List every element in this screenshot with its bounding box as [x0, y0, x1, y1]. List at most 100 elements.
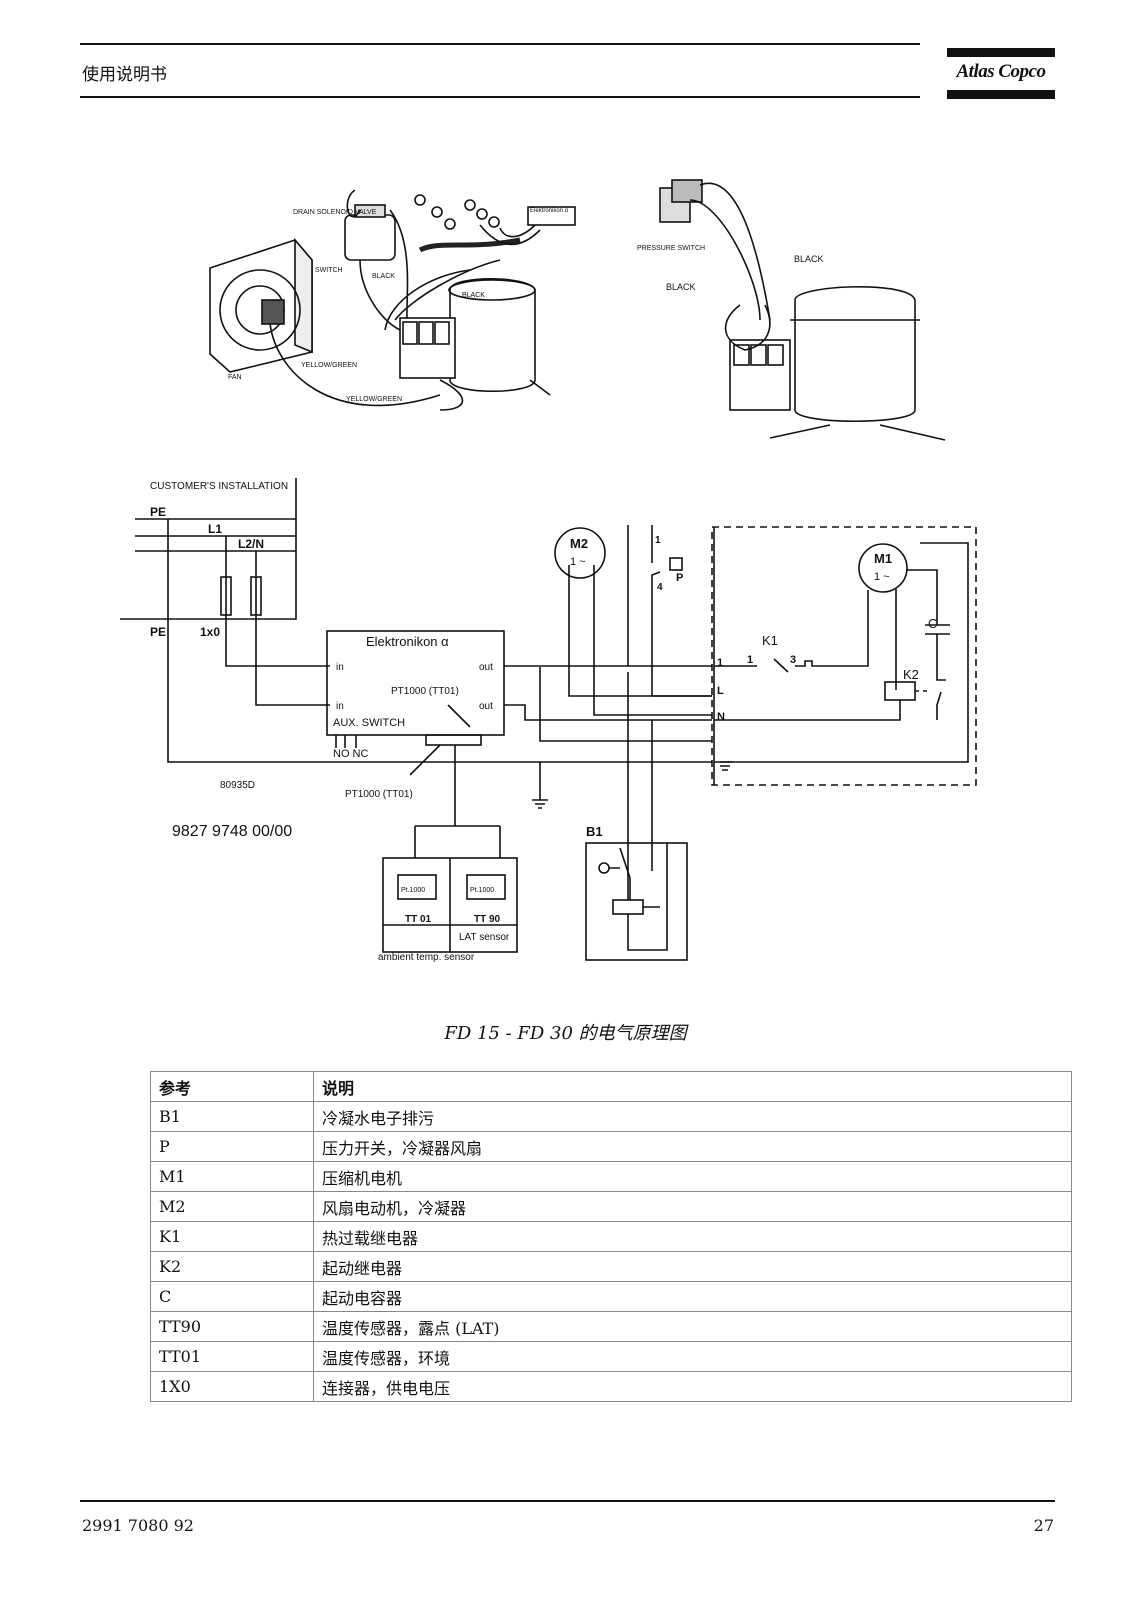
- desc-cell: 热过载继电器: [313, 1221, 1072, 1252]
- logo-bar-bottom: [947, 90, 1055, 99]
- footer-rule: [80, 1500, 1055, 1502]
- desc-cell: 风扇电动机，冷凝器: [313, 1191, 1072, 1222]
- m1-sub-label: 1 ~: [874, 571, 890, 583]
- compressor-drawing-left: [399, 278, 551, 411]
- atlas-copco-logo: Atlas Copco: [947, 44, 1055, 100]
- header-rule-top: [80, 43, 920, 45]
- aux-switch-label: AUX. SWITCH: [333, 717, 405, 729]
- desc-cell: 起动继电器: [313, 1251, 1072, 1282]
- footer-doc-number: 2991 7080 92: [82, 1516, 194, 1535]
- desc-cell: 温度传感器，露点 (LAT): [313, 1311, 1072, 1342]
- no-nc-label: NO NC: [333, 748, 369, 760]
- terminal-n-label: N: [717, 711, 725, 723]
- drain-valve-label: DRAIN SOLENOID VALVE: [293, 209, 377, 216]
- pressure-switch-label: PRESSURE SWITCH: [637, 245, 705, 252]
- fan-label: FAN: [228, 374, 242, 381]
- fan-unit-drawing: [209, 237, 441, 407]
- ref-cell: 1X0: [150, 1371, 314, 1402]
- compressor-drawing-right: [729, 286, 946, 441]
- ref-cell: M1: [150, 1161, 314, 1192]
- l2n-label: L2/N: [238, 537, 264, 551]
- desc-cell: 连接器，供电电压: [313, 1371, 1072, 1402]
- yellow-green-label-a: YELLOW/GREEN: [301, 362, 357, 369]
- header-title: 使用说明书: [82, 65, 167, 85]
- desc-cell: 压力开关，冷凝器风扇: [313, 1131, 1072, 1162]
- in-label-1: in: [336, 662, 344, 673]
- m2-sub-label: 1 ~: [570, 556, 586, 568]
- out-label-2: out: [479, 701, 493, 712]
- ref-cell: K1: [150, 1221, 314, 1252]
- switch-label: SWITCH: [315, 267, 343, 274]
- logo-text: Atlas Copco: [956, 61, 1046, 82]
- pressure-switch-drawing: [659, 179, 771, 351]
- black-label-b: BLACK: [462, 292, 485, 299]
- out-label-1: out: [479, 662, 493, 673]
- m2-label: M2: [570, 536, 588, 551]
- pt1000-inner-label: PT1000 (TT01): [391, 686, 459, 697]
- black-label-c: BLACK: [794, 254, 824, 264]
- b1-drain-unit: [585, 842, 688, 961]
- header-rule-bottom: [80, 96, 920, 98]
- p-pin4-label: 4: [657, 582, 663, 593]
- drawing-number: 9827 9748 00/00: [172, 823, 292, 840]
- sensor-boxes: [382, 825, 518, 953]
- legend-header-ref: 参考: [150, 1071, 314, 1102]
- elektronikon-box: [326, 630, 505, 826]
- code-label: 80935D: [220, 780, 255, 791]
- k1-pin3-label: 3: [790, 654, 796, 666]
- b1-label: B1: [586, 824, 603, 839]
- desc-cell: 冷凝水电子排污: [313, 1101, 1072, 1132]
- k1-label: K1: [762, 633, 778, 648]
- control-wiring: [504, 525, 712, 951]
- k1-pin1-label: 1: [747, 654, 753, 666]
- supply-lines: [120, 478, 712, 763]
- ambient-sensor-label: ambient temp. sensor: [378, 952, 475, 963]
- desc-cell: 温度传感器，环境: [313, 1341, 1072, 1372]
- legend-header-row: 参考 说明: [150, 1071, 1072, 1102]
- ref-cell: M2: [150, 1191, 314, 1222]
- black-label-d: BLACK: [666, 282, 696, 292]
- l1-label: L1: [208, 522, 222, 536]
- legend-header-desc: 说明: [313, 1071, 1072, 1102]
- black-label-a: BLACK: [372, 273, 395, 280]
- desc-cell: 压缩机电机: [313, 1161, 1072, 1192]
- elektronikon-label: Elektronikon α: [366, 634, 449, 649]
- ref-cell: P: [150, 1131, 314, 1162]
- lat-sensor-label: LAT sensor: [459, 932, 510, 943]
- ref-cell: K2: [150, 1251, 314, 1282]
- pt1000-outer-label: PT1000 (TT01): [345, 789, 413, 800]
- tt90-label: TT 90: [474, 914, 501, 925]
- terminal-1-label: 1: [717, 657, 723, 669]
- figure-caption: FD 15 - FD 30 的电气原理图: [444, 1023, 687, 1044]
- wiring-figure: DRAIN SOLENOID VALVE SWITCH FAN BLACK BL…: [120, 179, 977, 963]
- cable-bundle-drawing: [384, 194, 576, 331]
- m1-label: M1: [874, 551, 892, 566]
- pe-bottom-label: PE: [150, 625, 166, 639]
- dashed-enclosure: [711, 526, 977, 786]
- k2-label: K2: [903, 667, 919, 682]
- customer-installation-label: CUSTOMER'S INSTALLATION: [150, 481, 288, 492]
- p-pin1-label: 1: [655, 535, 661, 546]
- pt1000-b-label: Pt.1000: [470, 887, 494, 894]
- compressor-circuit: [713, 527, 969, 785]
- ref-cell: TT01: [150, 1341, 314, 1372]
- terminal-l-label: L: [717, 685, 724, 697]
- c-label: C: [928, 616, 937, 631]
- elektronikon-small-label: Elektronikon α: [530, 208, 569, 214]
- ref-cell: TT90: [150, 1311, 314, 1342]
- pe-top-label: PE: [150, 505, 166, 519]
- p-label: P: [676, 572, 683, 584]
- yellow-green-label-b: YELLOW/GREEN: [346, 396, 402, 403]
- ref-cell: C: [150, 1281, 314, 1312]
